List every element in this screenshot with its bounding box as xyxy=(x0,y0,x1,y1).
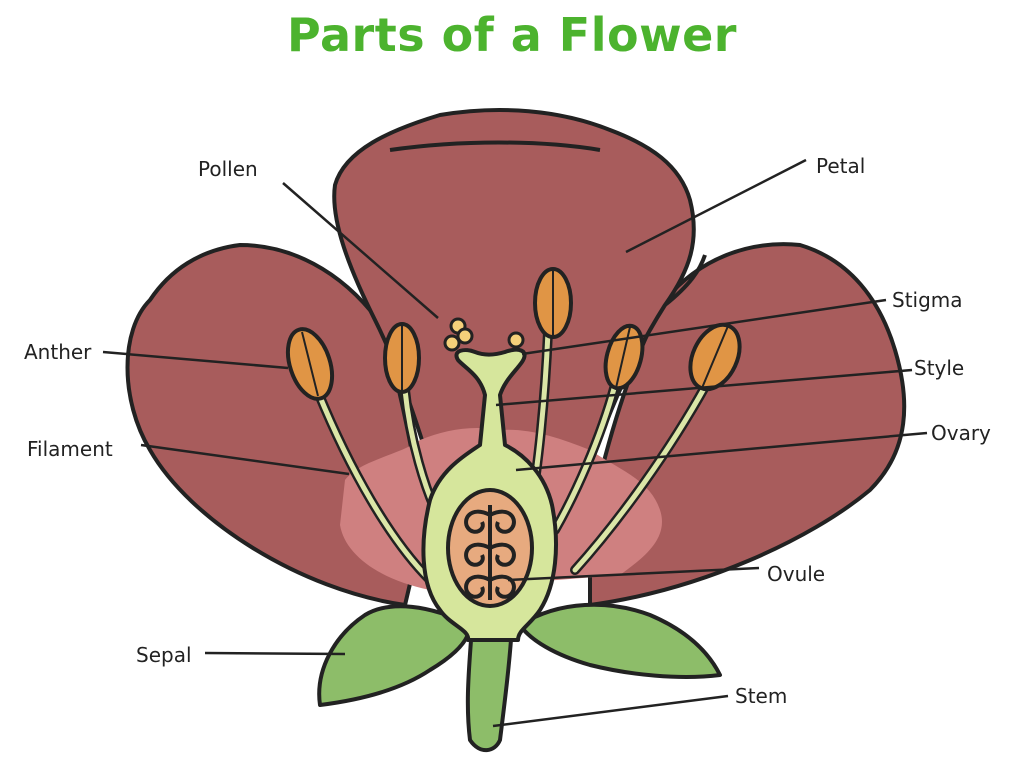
leader-ovary xyxy=(515,431,928,472)
sepal-left xyxy=(317,604,472,707)
pistil xyxy=(421,347,558,642)
page-title: Parts of a Flower xyxy=(287,8,737,62)
stem xyxy=(465,623,514,753)
label-petal: Petal xyxy=(816,154,866,178)
pollen-grain xyxy=(507,331,525,349)
petal-crease-right xyxy=(663,254,707,307)
label-ovary: Ovary xyxy=(931,421,991,445)
leader-petal xyxy=(625,158,807,254)
label-stem: Stem xyxy=(735,684,788,708)
sepals xyxy=(317,602,722,753)
label-style: Style xyxy=(914,356,965,380)
pollen-grain xyxy=(443,334,461,352)
pollen-grains xyxy=(443,317,525,352)
leader-pollen xyxy=(282,182,439,319)
label-anther: Anther xyxy=(24,340,92,364)
leader-sepal xyxy=(204,651,346,656)
label-filament: Filament xyxy=(27,437,113,461)
sepal-right xyxy=(518,602,722,679)
filament-1-fill xyxy=(315,389,433,583)
label-stigma: Stigma xyxy=(892,288,963,312)
label-pollen: Pollen xyxy=(198,157,258,181)
filament-5-fill xyxy=(572,382,709,573)
pollen-grain xyxy=(456,327,474,345)
leader-stem xyxy=(492,694,729,728)
leader-ovule xyxy=(507,566,760,582)
leader-filament xyxy=(140,443,350,476)
ovule-icon xyxy=(464,505,516,600)
leader-stigma xyxy=(521,298,887,356)
label-sepal: Sepal xyxy=(136,643,192,667)
leader-lines xyxy=(102,158,928,728)
leader-style xyxy=(495,368,913,407)
leader-anther xyxy=(102,350,289,370)
petal-crease-top xyxy=(389,140,601,152)
filament-4-fill xyxy=(552,382,618,533)
label-ovule: Ovule xyxy=(767,562,826,586)
